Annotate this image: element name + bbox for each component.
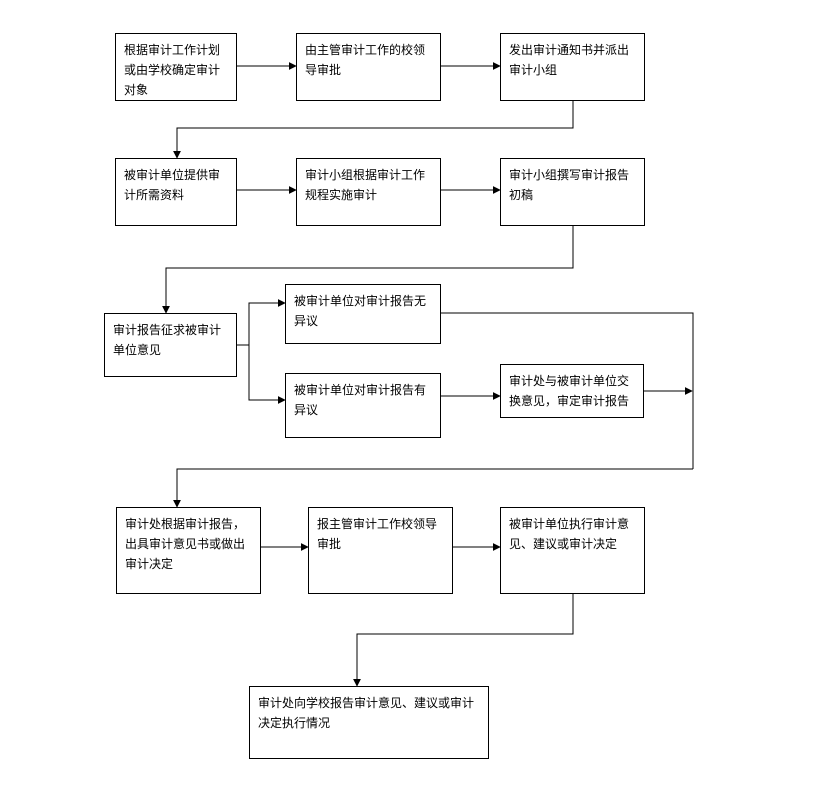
step-box-9: 被审计单位对审计报告有 异议	[285, 373, 441, 438]
arrow-s13-s14	[353, 594, 574, 687]
arrow-s7-s8	[248, 299, 286, 345]
step-box-6: 审计小组撰写审计报告 初稿	[500, 158, 645, 226]
step-box-4: 被审计单位提供审 计所需资料	[115, 158, 237, 226]
step-box-3: 发出审计通知书并派出 审计小组	[500, 33, 645, 101]
arrow-merge-s11	[173, 468, 693, 508]
step-box-7: 审计报告征求被审计 单位意见	[104, 313, 237, 377]
step-box-13: 被审计单位执行审计意 见、建议或审计决定	[500, 507, 645, 594]
step-box-14: 审计处向学校报告审计意见、建议或审计 决定执行情况	[249, 686, 489, 759]
arrow-s3-s4	[173, 101, 574, 159]
arrow-s6-s7	[162, 226, 574, 314]
step-box-1: 根据审计工作计划 或由学校确定审计 对象	[115, 33, 237, 101]
step-box-8: 被审计单位对审计报告无 异议	[285, 284, 441, 344]
step-box-2: 由主管审计工作的校领 导审批	[296, 33, 441, 101]
step-box-12: 报主管审计工作校领导 审批	[308, 507, 453, 594]
arrow-s7-s9	[248, 345, 286, 404]
line-s8-merge	[441, 312, 694, 469]
step-box-10: 审计处与被审计单位交 换意见，审定审计报告	[500, 364, 644, 418]
step-box-11: 审计处根据审计报告， 出具审计意见书或做出 审计决定	[116, 507, 261, 594]
step-box-5: 审计小组根据审计工作 规程实施审计	[296, 158, 441, 226]
